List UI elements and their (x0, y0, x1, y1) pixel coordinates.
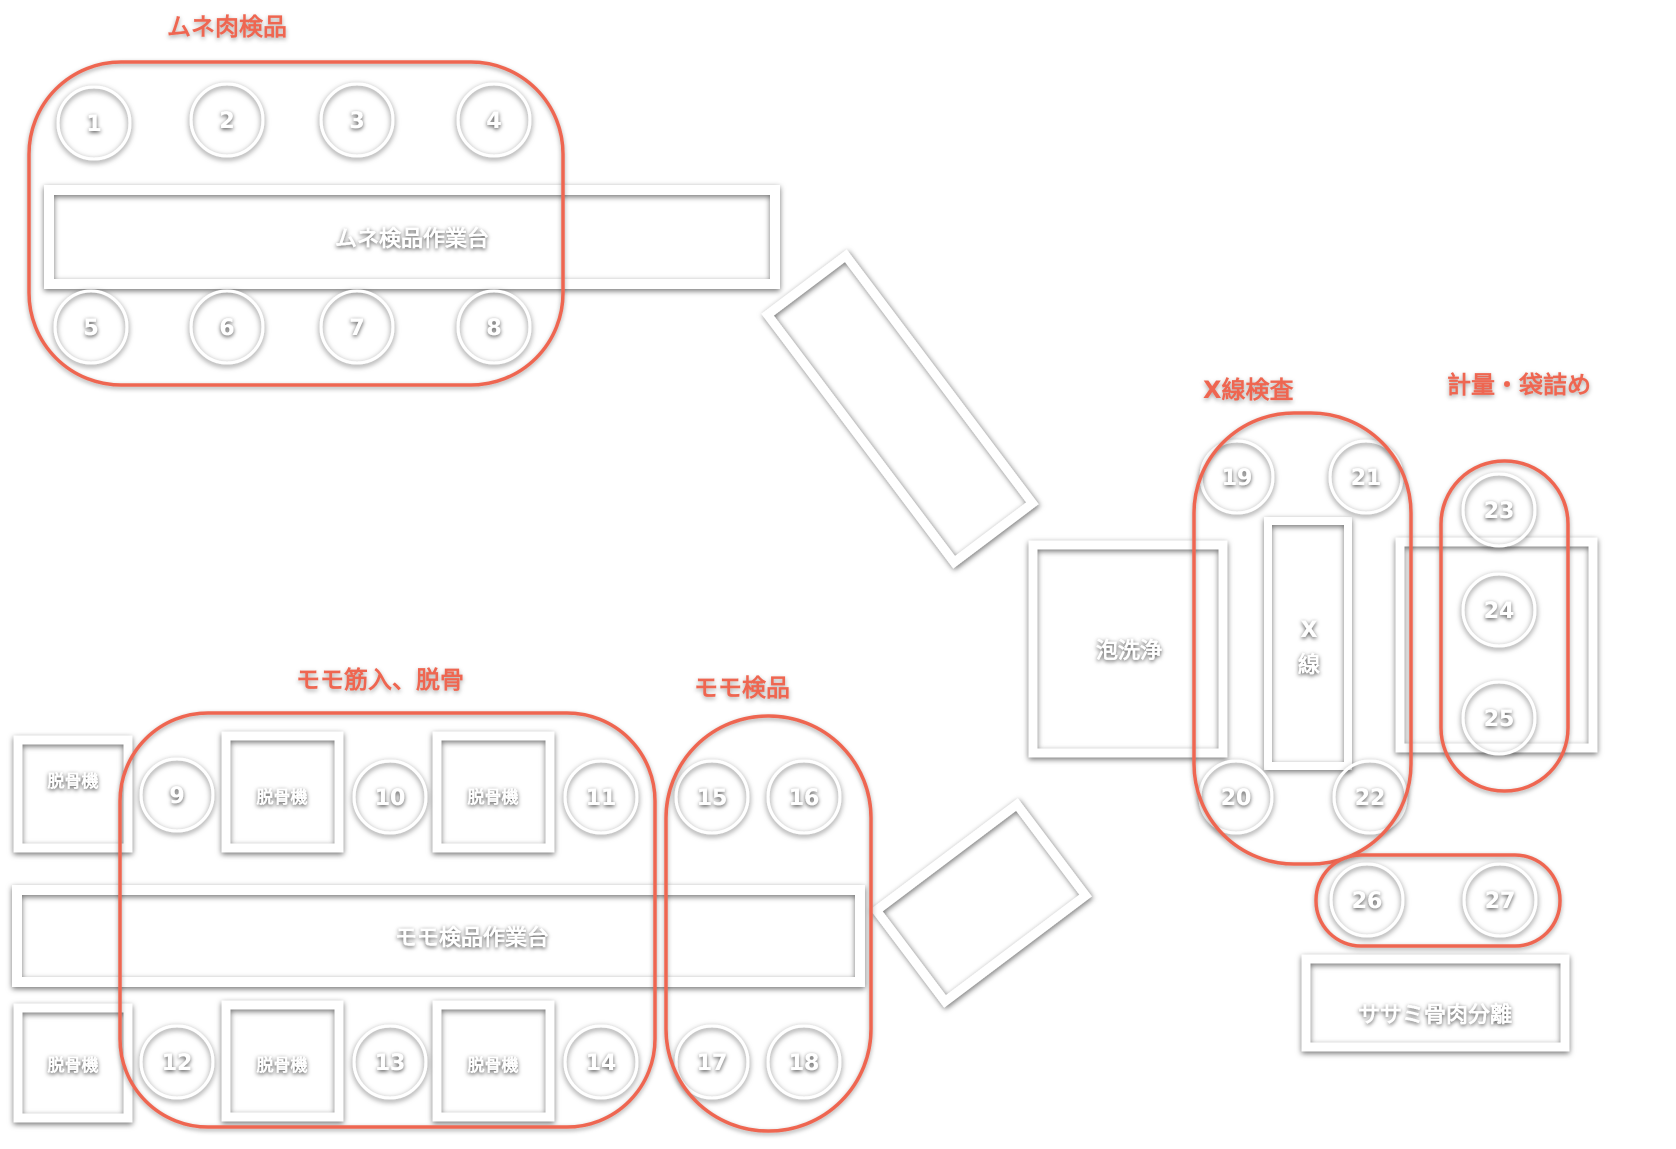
zone-title-weigh-bagging: 計量・袋詰め (1447, 371, 1591, 399)
seat-9[interactable] (139, 757, 215, 833)
seat-6[interactable] (189, 289, 265, 365)
thigh-table-label: モモ検品作業台 (395, 925, 549, 951)
zone-titles: ムネ肉検品 モモ筋入、脱骨 モモ検品 X線検査 計量・袋詰め (167, 13, 1591, 702)
seat-number: 17 (697, 1051, 728, 1076)
seat-8[interactable] (456, 289, 532, 365)
seat-7[interactable] (319, 289, 395, 365)
seat-number: 13 (375, 1051, 406, 1076)
seat-number: 11 (586, 786, 617, 811)
seat-number: 26 (1352, 889, 1383, 914)
seat-12[interactable] (139, 1024, 215, 1100)
seat-number: 20 (1221, 786, 1252, 811)
seat-number: 12 (162, 1051, 193, 1076)
tenderloin-separation-table (1301, 954, 1570, 1052)
seat-2[interactable] (189, 82, 265, 158)
zone-title-thigh-deboning: モモ筋入、脱骨 (296, 666, 464, 694)
seat-number: 21 (1351, 466, 1382, 491)
seat-number: 5 (83, 316, 98, 341)
xray-label-line: 線 (1298, 652, 1320, 678)
seat-5[interactable] (53, 289, 129, 365)
deboning-machine (221, 731, 344, 853)
deboner-label: 脱骨機 (257, 787, 308, 808)
deboning-machine (13, 1003, 133, 1123)
deboner-label: 脱骨機 (468, 1055, 519, 1076)
seat-number: 23 (1484, 499, 1515, 524)
deboner-label: 脱骨機 (48, 1055, 99, 1076)
weighing-bagging-unit (1395, 537, 1598, 753)
zone-title-breast-inspection: ムネ肉検品 (167, 13, 287, 41)
seat-number: 9 (169, 784, 184, 809)
deboner-label: 脱骨機 (48, 771, 99, 792)
seat-13[interactable] (352, 1024, 428, 1100)
seat-11[interactable] (563, 759, 639, 835)
deboning-machine (221, 1000, 344, 1122)
seat-17[interactable] (674, 1024, 750, 1100)
tender-table-label: ササミ骨肉分離 (1358, 1002, 1512, 1028)
deboning-machine (13, 735, 133, 853)
seat-number: 15 (697, 786, 728, 811)
breast-inspection-table (44, 185, 780, 289)
seat-25[interactable] (1461, 680, 1537, 756)
foam-wash-unit (1028, 540, 1228, 758)
breast-table-label: ムネ検品作業台 (335, 226, 489, 252)
seat-number: 14 (586, 1051, 617, 1076)
seat-number: 4 (486, 109, 501, 134)
seat-number: 24 (1484, 599, 1515, 624)
seat-16[interactable] (766, 759, 842, 835)
seat-4[interactable] (456, 82, 532, 158)
seat-24[interactable] (1461, 572, 1537, 648)
zone-xray-inspection (1192, 411, 1413, 866)
zone-title-thigh-inspection: モモ検品 (694, 674, 790, 702)
seat-21[interactable] (1328, 439, 1404, 515)
deboning-machine (432, 1000, 555, 1122)
equipment-labels: ムネ検品作業台 モモ検品作業台 泡洗浄 X 線 ササミ骨肉分離 脱骨機 脱骨機 … (48, 226, 1513, 1076)
seat-3[interactable] (319, 82, 395, 158)
zone-thigh-inspection (664, 714, 873, 1133)
zone-breast-inspection (27, 60, 565, 387)
seat-18[interactable] (766, 1024, 842, 1100)
seat-15[interactable] (674, 759, 750, 835)
deboner-label: 脱骨機 (257, 1055, 308, 1076)
seat-number: 10 (375, 786, 406, 811)
zone-thigh-deboning (118, 711, 657, 1129)
seat-10[interactable] (352, 759, 428, 835)
seat-number: 27 (1485, 889, 1516, 914)
seat-number: 7 (349, 316, 364, 341)
seat-number: 3 (349, 109, 364, 134)
zone-title-xray-inspection: X線検査 (1203, 376, 1294, 404)
zone-outlines (27, 60, 1570, 1133)
seat-number: 18 (789, 1051, 820, 1076)
seat-26[interactable] (1329, 862, 1405, 938)
seat-numbers: 1 2 3 4 5 6 7 8 9 10 11 12 13 14 15 16 1… (83, 109, 1515, 1076)
diagonal-conveyor-upper (761, 249, 1039, 569)
seat-1[interactable] (56, 85, 132, 161)
seat-14[interactable] (563, 1024, 639, 1100)
seat-27[interactable] (1462, 862, 1538, 938)
zone-tender-separation (1314, 853, 1562, 948)
seat-number: 1 (86, 112, 101, 137)
xray-machine (1264, 517, 1352, 770)
thigh-inspection-table (12, 885, 865, 987)
seat-number: 8 (486, 316, 501, 341)
zone-weigh-bagging (1439, 459, 1570, 793)
seat-23[interactable] (1461, 472, 1537, 548)
deboning-machine (432, 731, 555, 853)
seats (53, 82, 1538, 1100)
diagonal-conveyor-lower (870, 798, 1092, 1008)
seat-number: 22 (1355, 786, 1386, 811)
seat-number: 19 (1222, 466, 1253, 491)
xray-label-x: X (1301, 618, 1318, 643)
foam-wash-label: 泡洗浄 (1096, 638, 1162, 664)
seat-number: 25 (1484, 707, 1515, 732)
deboner-label: 脱骨機 (468, 787, 519, 808)
seat-number: 2 (219, 109, 234, 134)
seat-number: 16 (789, 786, 820, 811)
seat-number: 6 (219, 316, 234, 341)
